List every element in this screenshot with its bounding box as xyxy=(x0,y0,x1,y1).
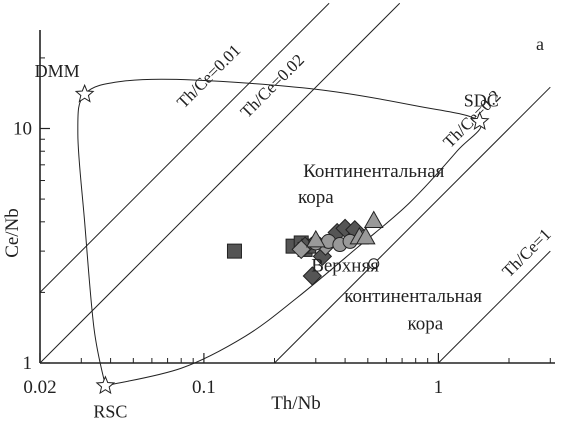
reference-line xyxy=(39,2,330,293)
x-axis-label: Th/Nb xyxy=(271,393,321,414)
y-axis-label: Ce/Nb xyxy=(2,208,23,258)
annotation: Верхняя xyxy=(311,256,379,277)
reference-lines xyxy=(39,2,551,364)
data-point-triangle xyxy=(305,229,326,248)
annotation: Континентальная xyxy=(303,161,445,182)
end-member-label: RSC xyxy=(93,402,127,422)
x-tick-label: 0.02 xyxy=(23,377,56,398)
annotations: КонтинентальнаякораВерхняяконтинентальна… xyxy=(298,161,482,334)
annotation: кора xyxy=(408,313,444,334)
data-point-square xyxy=(226,243,242,259)
axes: 0.02 0.1 1 1 10 xyxy=(13,30,555,398)
mixing-curve xyxy=(77,78,482,387)
end-member-label: SDC xyxy=(464,91,499,111)
end-member-star xyxy=(74,83,95,103)
annotation: кора xyxy=(298,187,334,208)
data-point-triangle xyxy=(363,210,384,229)
reference-line xyxy=(274,86,551,364)
reference-line-label: Th/Ce=0.02 xyxy=(237,50,308,121)
reference-line-label: Th/Ce=0.01 xyxy=(173,41,244,112)
end-member-star xyxy=(95,375,116,395)
reference-line xyxy=(39,2,401,364)
data-point-diamond xyxy=(302,266,323,286)
ticks: 0.02 0.1 1 1 10 xyxy=(13,57,551,398)
y-tick-label: 10 xyxy=(13,119,32,140)
end-member-star xyxy=(469,111,490,130)
data-point-circle xyxy=(368,258,380,270)
panel-label: а xyxy=(536,34,544,54)
reference-line-label: Th/Ce=1 xyxy=(498,225,554,281)
reference-line xyxy=(438,250,551,364)
y-tick-label: 1 xyxy=(23,353,33,374)
x-tick-label: 0.1 xyxy=(192,377,216,398)
data-point-triangle xyxy=(355,226,376,245)
end-members: DMM SDC RSC xyxy=(35,61,499,421)
data-points xyxy=(226,210,384,286)
annotation: континентальная xyxy=(344,286,482,307)
end-member-label: DMM xyxy=(35,61,80,81)
x-tick-label: 1 xyxy=(434,377,444,398)
